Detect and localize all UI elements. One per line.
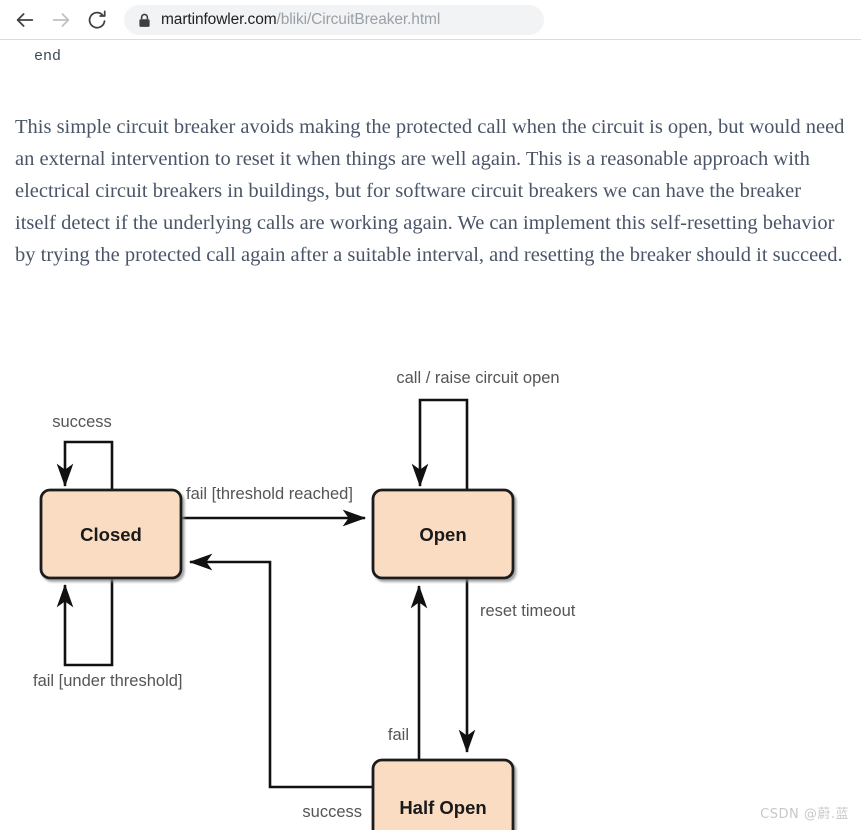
transition-open-self-path bbox=[411, 398, 469, 495]
transition-open-to-half-open: reset timeout bbox=[458, 577, 576, 754]
arrow-left-icon bbox=[14, 9, 36, 31]
back-button[interactable] bbox=[10, 5, 40, 35]
state-node-closed[interactable] bbox=[39, 488, 183, 580]
code-snippet-end: end bbox=[34, 48, 62, 65]
transition-label-fail-under-threshold: fail [under threshold] bbox=[33, 672, 183, 690]
transition-half-open-to-open: fail bbox=[388, 584, 428, 760]
transition-closed-fail-path bbox=[56, 575, 114, 667]
circuit-breaker-state-diagram: success fail [under threshold] fail [thr… bbox=[0, 290, 861, 830]
transition-label-success-closed: success bbox=[52, 413, 112, 431]
address-bar[interactable]: martinfowler.com/bliki/CircuitBreaker.ht… bbox=[124, 5, 544, 35]
reload-icon bbox=[86, 9, 108, 31]
state-closed-box[interactable] bbox=[39, 488, 183, 580]
transition-half-open-to-closed: success bbox=[188, 553, 373, 821]
transition-label-success-half-open: success bbox=[302, 803, 362, 821]
state-open-label: Open bbox=[419, 524, 466, 545]
state-node-half-open[interactable] bbox=[371, 758, 515, 830]
transition-closed-to-open: fail [threshold reached] bbox=[181, 485, 367, 527]
state-half-open-label: Half Open bbox=[399, 797, 486, 818]
state-half-open-box[interactable] bbox=[371, 758, 515, 830]
state-node-open[interactable] bbox=[371, 488, 515, 580]
toolbar-divider bbox=[0, 39, 861, 40]
article-paragraph: This simple circuit breaker avoids makin… bbox=[15, 115, 845, 266]
transition-half-open-to-closed-path bbox=[188, 553, 373, 789]
transition-label-reset-timeout: reset timeout bbox=[480, 602, 576, 620]
transition-closed-success: success bbox=[52, 413, 114, 495]
url-host: martinfowler.com bbox=[161, 11, 277, 28]
lock-icon[interactable] bbox=[138, 13, 151, 28]
reload-button[interactable] bbox=[82, 5, 112, 35]
page-content: end This simple circuit breaker avoids m… bbox=[0, 40, 861, 830]
url-path: /bliki/CircuitBreaker.html bbox=[276, 11, 441, 28]
arrow-right-icon bbox=[50, 9, 72, 31]
transition-closed-fail-under-threshold: fail [under threshold] bbox=[33, 575, 183, 690]
state-closed-label: Closed bbox=[80, 524, 142, 545]
browser-toolbar: martinfowler.com/bliki/CircuitBreaker.ht… bbox=[0, 0, 861, 40]
forward-button[interactable] bbox=[46, 5, 76, 35]
state-diagram-canvas: success fail [under threshold] fail [thr… bbox=[33, 369, 576, 830]
state-open-box[interactable] bbox=[371, 488, 515, 580]
address-bar-url: martinfowler.com/bliki/CircuitBreaker.ht… bbox=[161, 11, 440, 29]
transition-label-fail: fail bbox=[388, 726, 409, 744]
csdn-watermark: CSDN @蔚.蓝 bbox=[760, 807, 849, 822]
transition-label-call-raise-circuit-open: call / raise circuit open bbox=[396, 369, 559, 387]
transition-label-fail-threshold-reached: fail [threshold reached] bbox=[186, 485, 353, 503]
transition-closed-success-path bbox=[56, 440, 114, 495]
transition-open-self: call / raise circuit open bbox=[396, 369, 560, 495]
